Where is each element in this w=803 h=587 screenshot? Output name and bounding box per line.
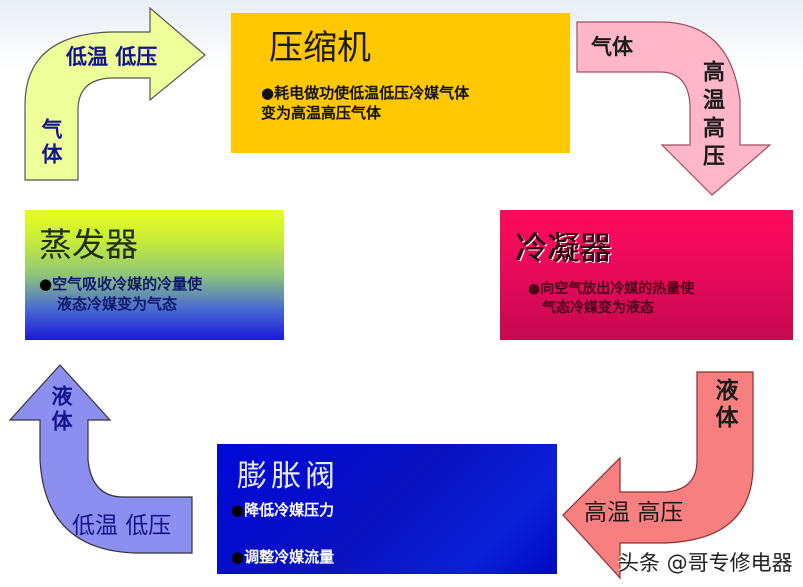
bullet-icon: ● — [528, 281, 541, 297]
expansion-item2-text: 调整冷媒流量 — [244, 548, 335, 566]
condenser-desc-line2: 气态冷媒变为液态 — [542, 299, 654, 316]
compressor-box: 压缩机 ●耗电做功使低温低压冷媒气体 变为高温高压气体 — [231, 13, 570, 153]
expansion-item1-text: 降低冷媒压力 — [244, 501, 335, 519]
evaporator-title: 蒸发器 — [39, 225, 138, 264]
condenser-desc-line1: 向空气放出冷媒的热量使 — [540, 281, 695, 297]
bullet-icon: ● — [231, 501, 245, 519]
arrow-label-low-temp-low-pressure-top: 低温 低压 — [66, 45, 158, 69]
arrow-label-high-temp-high-pressure-bottom: 高温 高压 — [584, 500, 684, 526]
evaporator-box: 蒸发器 ●空气吸收冷媒的冷量使 液态冷媒变为气态 — [25, 210, 284, 340]
arrow-label-gas-left: 气体 — [39, 118, 63, 168]
evaporator-description: ●空气吸收冷媒的冷量使 液态冷媒变为气态 — [39, 274, 202, 315]
bullet-icon: ● — [231, 548, 245, 566]
arrow-label-liquid-right: 液体 — [711, 378, 737, 432]
expansion-valve-title: 膨胀阀 — [237, 459, 339, 494]
compressor-description: ●耗电做功使低温低压冷媒气体 变为高温高压气体 — [261, 83, 469, 124]
expansion-valve-box: 膨胀阀 ●降低冷媒压力 ●调整冷媒流量 — [217, 444, 557, 574]
expansion-valve-item-2: ●调整冷媒流量 — [231, 547, 334, 567]
condenser-box: 冷凝器 ●向空气放出冷媒的热量使 气态冷媒变为液态 — [500, 210, 793, 340]
bullet-icon: ● — [261, 84, 275, 102]
expansion-valve-item-1: ●降低冷媒压力 — [231, 500, 334, 520]
compressor-desc-line2: 变为高温高压气体 — [261, 104, 382, 123]
bullet-icon: ● — [39, 275, 53, 293]
condenser-description: ●向空气放出冷媒的热量使 气态冷媒变为液态 — [528, 280, 694, 318]
evaporator-desc-line1: 空气吸收冷媒的冷量使 — [52, 275, 203, 293]
compressor-desc-line1: 耗电做功使低温低压冷媒气体 — [274, 84, 470, 102]
arrow-label-gas-right: 气体 — [591, 35, 633, 59]
compressor-title: 压缩机 — [269, 28, 371, 68]
condenser-title: 冷凝器 — [516, 229, 613, 267]
arrow-label-low-temp-low-pressure-bottom: 低温 低压 — [72, 513, 172, 539]
arrow-label-high-temp-high-pressure-right: 高温高压 — [699, 60, 724, 172]
arrow-label-liquid-left: 液体 — [49, 385, 73, 435]
evaporator-desc-line2: 液态冷媒变为气态 — [57, 295, 178, 314]
watermark: 头条 @哥专修电器 — [618, 551, 793, 575]
